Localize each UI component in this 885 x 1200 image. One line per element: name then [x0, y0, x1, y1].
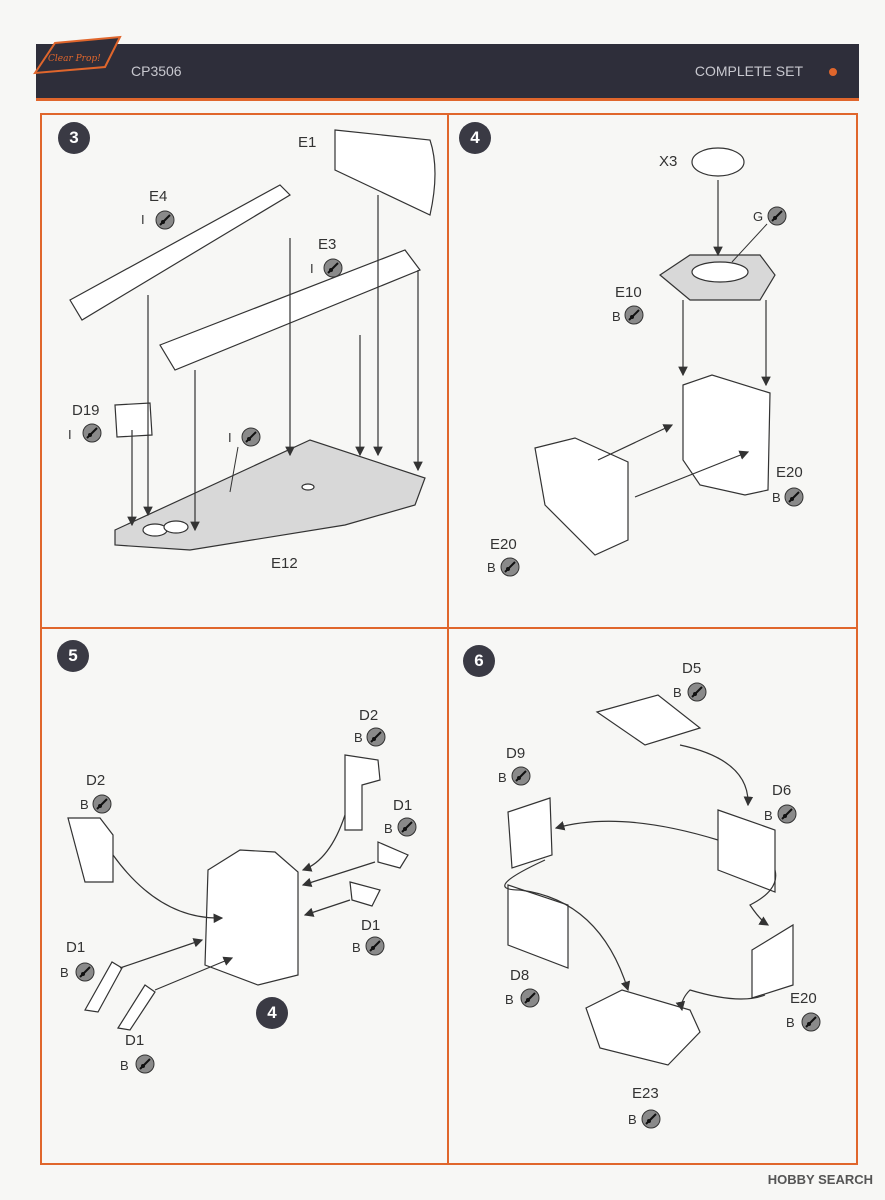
color-code-b: B: [764, 808, 773, 823]
part-label-e10: E10: [615, 284, 642, 301]
color-code-b: B: [487, 560, 496, 575]
part-label-e20: E20: [490, 536, 517, 553]
part-label-d6: D6: [772, 782, 792, 799]
part-label-d1: D1: [66, 939, 86, 956]
part-label-d9: D9: [506, 745, 526, 762]
part-label-d1: D1: [361, 917, 381, 934]
color-code-b: B: [786, 1015, 795, 1030]
color-code-b: B: [384, 821, 393, 836]
step-5-badge: 5: [57, 640, 89, 672]
color-code-b: B: [505, 992, 514, 1007]
instruction-frame: [40, 113, 858, 1165]
color-code-i: I: [228, 430, 232, 445]
color-code-b: B: [673, 685, 682, 700]
part-label-g: G: [753, 209, 764, 224]
color-code-i: I: [68, 427, 72, 442]
color-code-b: B: [772, 490, 781, 505]
part-label-e20: E20: [790, 990, 817, 1007]
color-code-b: B: [60, 965, 69, 980]
part-label-e12: E12: [271, 555, 298, 572]
part-label-x3: X3: [659, 153, 678, 170]
part-label-d1: D1: [393, 797, 413, 814]
part-label-e23: E23: [632, 1085, 659, 1102]
svg-text:Clear Prop!: Clear Prop!: [48, 54, 101, 64]
part-label-d1: D1: [125, 1032, 145, 1049]
part-label-e3: E3: [318, 236, 337, 253]
color-code-i: I: [310, 261, 314, 276]
part-e1: [334, 129, 436, 216]
color-code-b: B: [354, 730, 363, 745]
header-bar: CP3506 COMPLETE SET: [36, 44, 859, 101]
color-code-b: B: [498, 770, 507, 785]
watermark-footer: HOBBY SEARCH: [767, 1172, 873, 1187]
color-code-b: B: [628, 1112, 637, 1127]
panel-divider-vertical: [447, 113, 449, 1165]
set-title: COMPLETE SET: [694, 63, 803, 79]
part-label-e1: E1: [298, 134, 317, 151]
product-code: CP3506: [131, 63, 182, 79]
step-4-reference-badge: 4: [256, 997, 288, 1029]
part-label-d5: D5: [682, 660, 702, 677]
color-code-b: B: [80, 797, 89, 812]
color-code-i: I: [141, 212, 145, 227]
brand-logo-icon: Clear Prop!: [33, 35, 122, 75]
color-code-b: B: [352, 940, 361, 955]
part-label-e20: E20: [776, 464, 803, 481]
part-label-e4: E4: [149, 188, 168, 205]
part-label-d19: D19: [72, 402, 100, 419]
panel-divider-horizontal: [40, 627, 858, 629]
step-4-badge: 4: [459, 122, 491, 154]
step-3-badge: 3: [58, 122, 90, 154]
part-label-d2: D2: [359, 707, 379, 724]
part-label-d8: D8: [510, 967, 530, 984]
header-dot-icon: [829, 68, 837, 76]
step-6-badge: 6: [463, 645, 495, 677]
part-label-d2: D2: [86, 772, 106, 789]
color-code-b: B: [612, 309, 621, 324]
color-code-b: B: [120, 1058, 129, 1073]
